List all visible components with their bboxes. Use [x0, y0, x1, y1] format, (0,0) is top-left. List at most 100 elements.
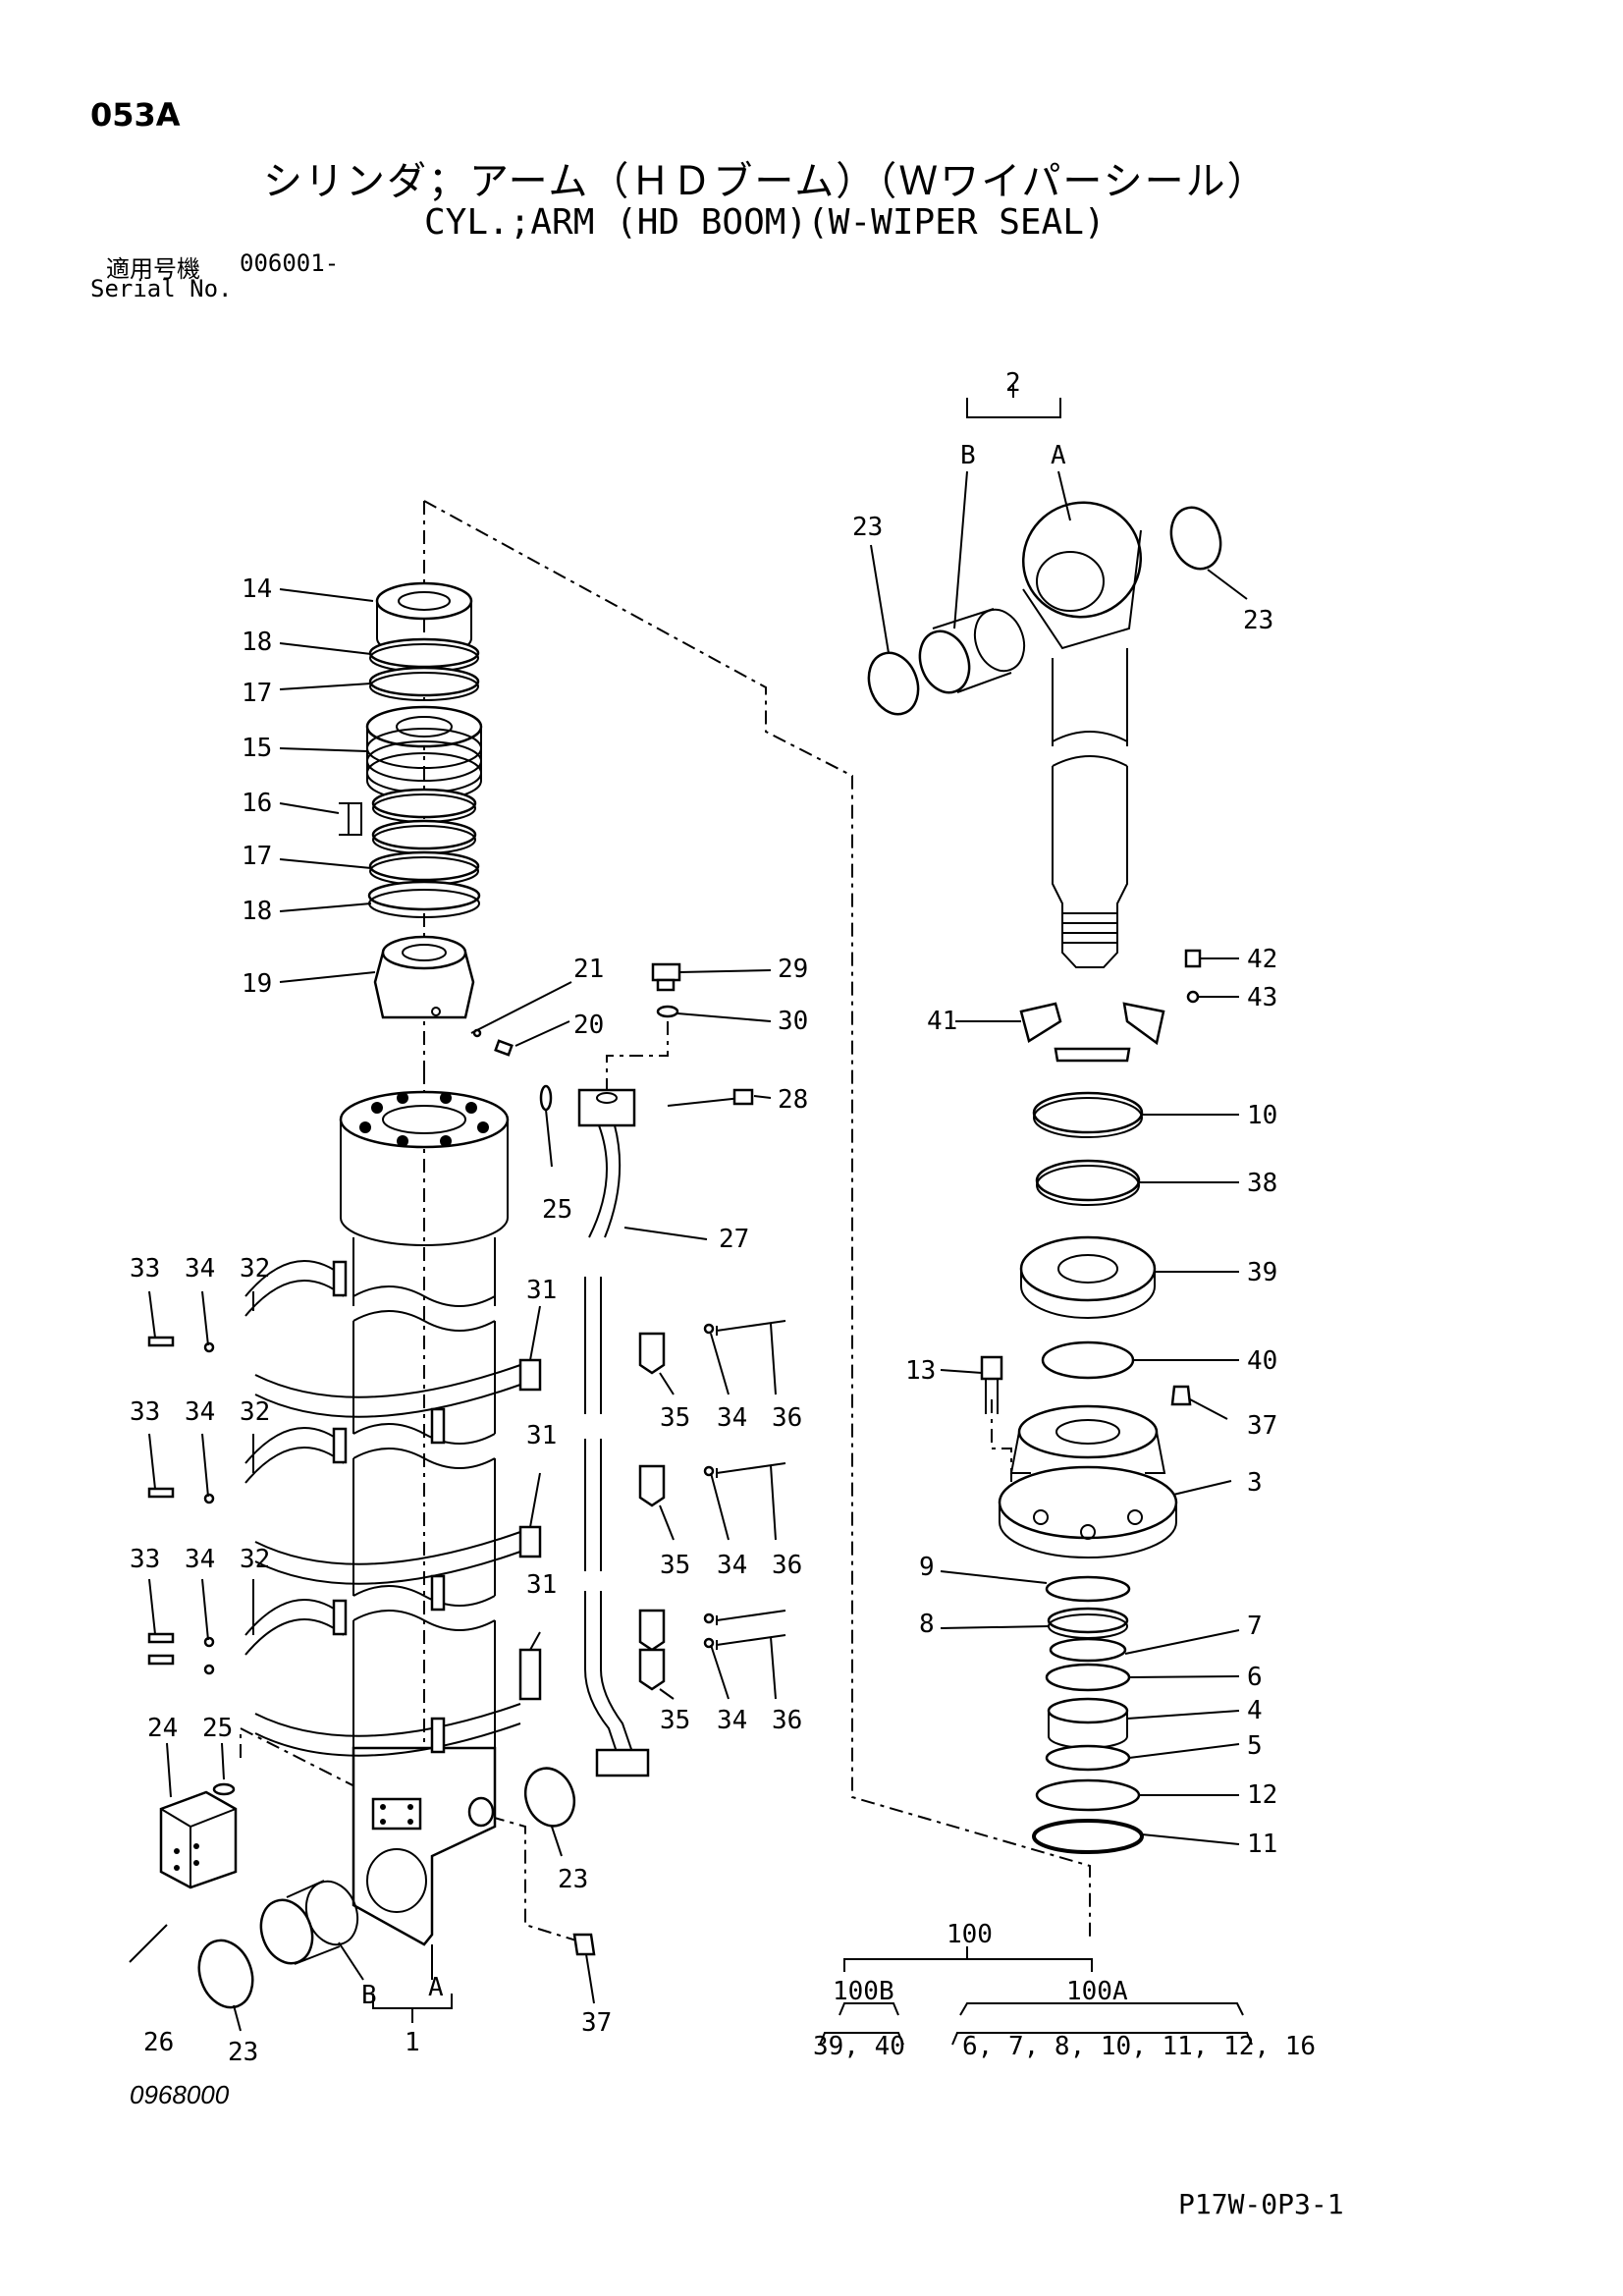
callout-34: 34 [185, 1254, 215, 1284]
serial-value: 006001- [240, 249, 340, 277]
part-A-rod-eye [1021, 501, 1143, 650]
part-38-ring [1035, 1159, 1141, 1206]
callout-17-lower: 17 [242, 842, 272, 871]
callout-35-mid: 35 [660, 1551, 690, 1580]
kit-100A-contents: 6, 7, 8, 10, 11, 12, 16 [962, 2032, 1316, 2061]
part-23-ring-top-left [867, 651, 920, 716]
title-english: CYL.;ARM (HD BOOM)(W-WIPER SEAL) [424, 202, 1106, 243]
callout-37-upper: 37 [1247, 1411, 1277, 1441]
clamp-band-upper [244, 1260, 542, 1445]
callout-A-upper: A [1051, 441, 1066, 470]
part-16-seal-pair [348, 788, 477, 854]
callout-8: 8 [919, 1610, 935, 1639]
callout-27: 27 [719, 1225, 749, 1254]
part-5-ring [1045, 1744, 1131, 1772]
part-3-rod-cover [998, 1404, 1178, 1558]
callout-16: 16 [242, 789, 272, 818]
brackets-35 [638, 1332, 666, 1691]
part-12-ring [1035, 1778, 1141, 1812]
callout-32-mid: 32 [240, 1397, 270, 1427]
cylinder-tube [352, 1237, 496, 1748]
callout-9: 9 [919, 1553, 935, 1582]
part-27-pipe [577, 1088, 650, 1777]
callout-37-lower: 37 [581, 2008, 612, 2038]
callout-29: 29 [778, 955, 808, 984]
part-40-oring [1041, 1340, 1135, 1380]
callout-25: 25 [542, 1195, 572, 1225]
part-26-bolt [129, 1924, 168, 1963]
part-37-grease-fitting-upper [1170, 1385, 1192, 1406]
callout-26: 26 [143, 2028, 174, 2057]
callout-36-mid: 36 [772, 1551, 802, 1580]
kit-100B: 100B [833, 1977, 894, 2006]
kit-100: 100 [947, 1920, 993, 1949]
callout-31: 31 [526, 1276, 557, 1305]
clamp-band-lower [244, 1599, 542, 1757]
serial-label-japanese: 適用号機 [106, 255, 200, 283]
callout-31-low: 31 [526, 1570, 557, 1600]
leader-lines [148, 385, 1253, 2046]
callout-19: 19 [242, 969, 272, 999]
part-13-screw [980, 1355, 1003, 1414]
callout-4: 4 [1247, 1696, 1263, 1725]
bolts-36 [703, 1320, 786, 1650]
plug-link [240, 1726, 435, 1828]
part-8-seal [1047, 1607, 1129, 1639]
part-23-ring-lower-right [523, 1767, 576, 1828]
part-37-grease-fitting-lower [572, 1933, 596, 1956]
callout-11: 11 [1247, 1830, 1277, 1859]
part-23-ring-top-right [1169, 506, 1222, 571]
callout-2: 2 [1005, 368, 1021, 398]
cylinder-bottom-eye [352, 1746, 497, 1946]
callout-25-lower: 25 [202, 1714, 233, 1743]
part-41-retainers [1019, 1002, 1165, 1063]
callout-14: 14 [242, 574, 272, 604]
callout-17: 17 [242, 679, 272, 708]
callout-23-lower-right: 23 [558, 1865, 588, 1894]
callout-15: 15 [242, 734, 272, 763]
part-9-ring [1045, 1575, 1131, 1603]
callout-12: 12 [1247, 1780, 1277, 1810]
callout-35-low: 35 [660, 1706, 690, 1735]
part-B-bushing-top [918, 608, 1026, 694]
part-4-bushing [1047, 1697, 1129, 1749]
callout-33-low: 33 [130, 1545, 160, 1574]
part-29-plug [651, 962, 681, 992]
callout-38: 38 [1247, 1169, 1277, 1198]
callout-34-right-mid: 34 [717, 1551, 747, 1580]
callout-34-low: 34 [185, 1545, 215, 1574]
callout-3: 3 [1247, 1468, 1263, 1498]
part-17-ring-lower [368, 850, 480, 886]
part-30-oring [656, 1005, 679, 1018]
part-B-bushing-lower [259, 1880, 359, 1965]
callout-31-mid: 31 [526, 1421, 557, 1450]
part-25-oring [539, 1084, 553, 1112]
callout-10: 10 [1247, 1101, 1277, 1130]
callout-23-top-left: 23 [852, 513, 883, 542]
bolts-33-34-left [147, 1336, 215, 1675]
kit-100A: 100A [1066, 1977, 1128, 2006]
callout-30: 30 [778, 1007, 808, 1036]
callout-43: 43 [1247, 983, 1277, 1012]
part-43-washer [1186, 990, 1200, 1004]
part-25-oring-lower [212, 1782, 236, 1796]
part-19-nut [373, 935, 475, 1019]
callout-40: 40 [1247, 1346, 1277, 1376]
callout-5: 5 [1247, 1731, 1263, 1761]
title-japanese: シリンダ；アーム（ＨＤブーム）（Ｗワイパーシール） [263, 159, 1269, 204]
callout-24: 24 [147, 1714, 178, 1743]
callout-28: 28 [778, 1085, 808, 1115]
part-17-ring-upper [368, 666, 480, 701]
part-10-ring [1032, 1091, 1144, 1138]
grease-link [490, 1816, 590, 1945]
callout-41: 41 [927, 1007, 957, 1036]
part-42-bolt [1184, 949, 1202, 968]
piston-rod-link [423, 500, 1091, 1940]
callout-42: 42 [1247, 945, 1277, 974]
callout-33-mid: 33 [130, 1397, 160, 1427]
part-28-bolt [667, 1088, 754, 1107]
callout-A-lower: A [428, 1973, 444, 2002]
callout-B-upper: B [960, 441, 976, 470]
kit-100B-contents: 39, 40 [813, 2032, 905, 2061]
